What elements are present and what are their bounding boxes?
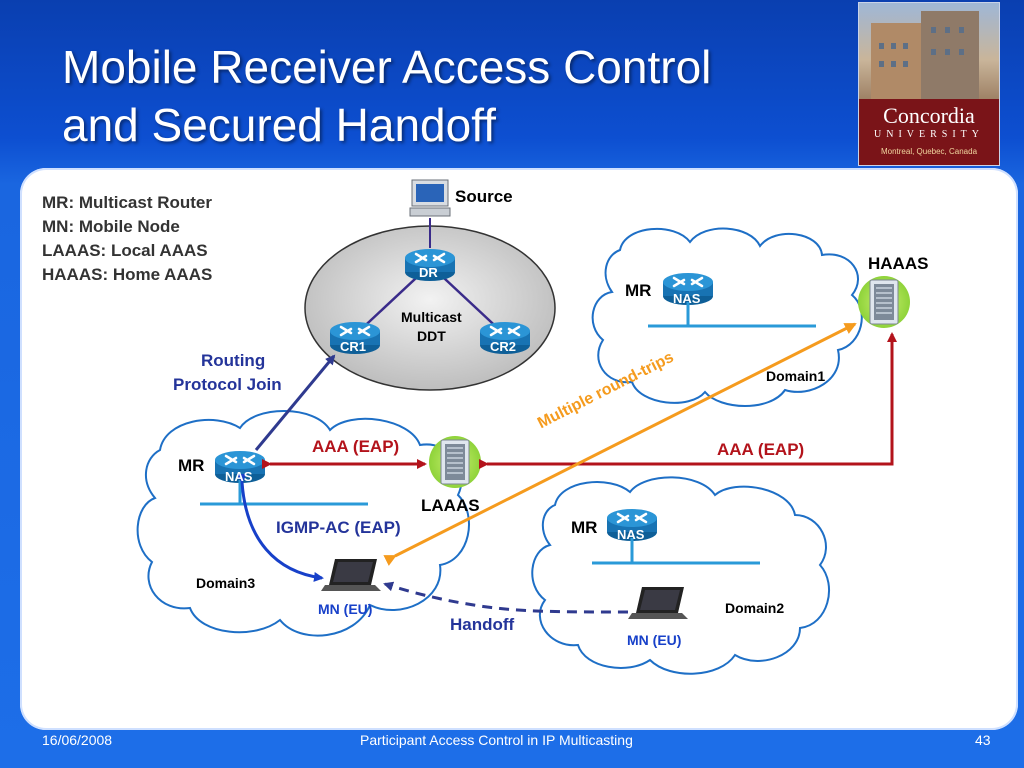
- source-label: Source: [455, 187, 513, 206]
- logo-window: [903, 43, 908, 49]
- logo-brand: Concordia: [883, 103, 975, 128]
- logo-window: [931, 49, 936, 55]
- logo-window: [879, 43, 884, 49]
- ddt-label-line2: DDT: [417, 328, 446, 344]
- routing-join-label-line1: Routing: [201, 351, 266, 370]
- aaa-eap-left-label: AAA (EAP): [312, 437, 400, 456]
- mn-eu-label-domain3: MN (EU): [318, 601, 373, 617]
- logo-window: [959, 49, 964, 55]
- mr-label-domain3: MR: [178, 456, 205, 475]
- logo-window: [945, 49, 950, 55]
- dr-label: DR: [419, 265, 438, 280]
- legend-item: MN: Mobile Node: [42, 217, 180, 236]
- legend: MR: Multicast Router MN: Mobile Node LAA…: [42, 191, 212, 287]
- handoff-arrow: [383, 581, 629, 614]
- logo-window: [891, 61, 896, 67]
- laaas-label: LAAAS: [421, 496, 480, 515]
- nas-label-domain3: NAS: [225, 469, 253, 484]
- logo-window: [945, 27, 950, 33]
- nas-label-domain1: NAS: [673, 291, 701, 306]
- legend-item: LAAAS: Local AAAS: [42, 241, 208, 260]
- cr2-label: CR2: [490, 339, 517, 354]
- nas-label-domain2: NAS: [617, 527, 645, 542]
- slide-title: Mobile Receiver Access Control and Secur…: [62, 38, 842, 154]
- university-logo: Concordia UNIVERSITY Montreal, Quebec, C…: [858, 2, 1000, 166]
- logo-window: [891, 43, 896, 49]
- aaa-eap-right-label: AAA (EAP): [717, 440, 805, 459]
- mn-eu-label-domain2: MN (EU): [627, 632, 682, 648]
- title-line-1: Mobile Receiver Access Control: [62, 41, 712, 93]
- logo-city: Montreal, Quebec, Canada: [880, 147, 978, 156]
- footer-date: 16/06/2008: [42, 732, 113, 748]
- logo-window: [959, 27, 964, 33]
- source-computer-icon: [409, 179, 451, 217]
- title-line-2: and Secured Handoff: [62, 99, 496, 151]
- multiple-round-trips-arrow: [383, 322, 857, 566]
- legend-item: HAAAS: Home AAAS: [42, 265, 213, 284]
- routing-join-label-line2: Protocol Join: [173, 375, 282, 394]
- legend-item: MR: Multicast Router: [42, 193, 212, 212]
- domain1-label: Domain1: [766, 368, 826, 384]
- haaas-server-icon: [869, 279, 899, 325]
- haaas-label: HAAAS: [868, 254, 929, 273]
- domain2-label: Domain2: [725, 600, 785, 616]
- ddt-label-line1: Multicast: [401, 309, 462, 325]
- laaas-server-icon: [440, 439, 470, 485]
- igmp-ac-label: IGMP-AC (EAP): [276, 518, 401, 537]
- igmp-ac-arrow: [236, 473, 324, 582]
- logo-university: UNIVERSITY: [874, 129, 984, 140]
- mr-label-domain2: MR: [571, 518, 598, 537]
- footer-page-number: 43: [975, 732, 991, 748]
- logo-window: [903, 61, 908, 67]
- logo-band: [859, 99, 999, 165]
- domain3-label: Domain3: [196, 575, 256, 591]
- footer-title: Participant Access Control in IP Multica…: [360, 732, 633, 748]
- routing-join-arrow: [254, 354, 336, 451]
- handoff-label: Handoff: [450, 615, 515, 634]
- logo-window: [879, 61, 884, 67]
- mr-label-domain1: MR: [625, 281, 652, 300]
- cr1-label: CR1: [340, 339, 367, 354]
- logo-window: [931, 27, 936, 33]
